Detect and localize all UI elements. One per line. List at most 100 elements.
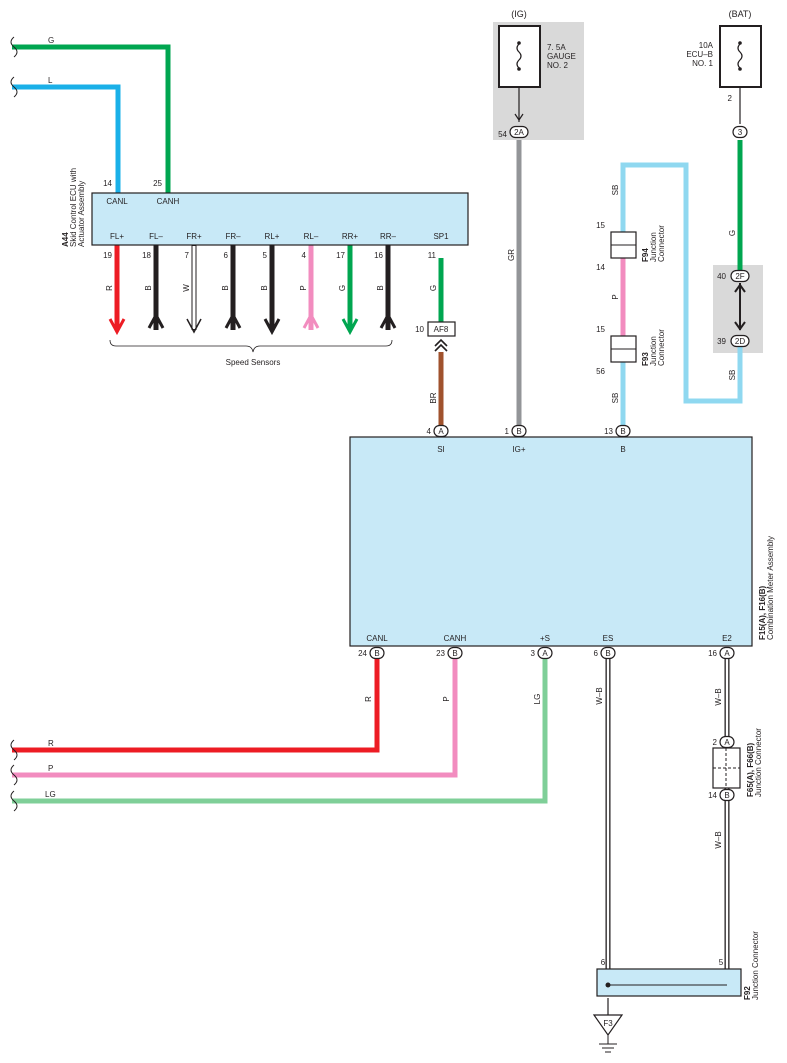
meter-bottom-connector: [447, 646, 463, 660]
wire-label-af8: BR: [429, 392, 438, 403]
bat-fuse: [719, 25, 762, 88]
f93-pin-bottom: 56: [596, 367, 605, 376]
arrow-up-icon: [147, 311, 165, 329]
meter-bottom-connector-label: A: [542, 649, 548, 658]
a44-output-name: RR–: [380, 232, 397, 241]
left-wire-p-label: P: [48, 764, 53, 773]
wire-wb-e2: [608, 659, 730, 988]
a44-output-wire-color: B: [144, 285, 153, 290]
wire-label-es: W–B: [595, 687, 604, 704]
a44-output-wire-color: P: [299, 285, 308, 290]
af8-label: AF8: [434, 325, 449, 334]
meter-top-pin: 4: [427, 427, 432, 436]
wire-label-plus-s: LG: [533, 694, 542, 705]
meter-name: Combination Meter Assembly: [766, 536, 775, 640]
wire-p-canh: [12, 659, 458, 778]
ig-fuse-arrow: [514, 113, 524, 122]
a44-pin-11: 11: [428, 251, 437, 260]
meter-top-pin: 13: [604, 427, 613, 436]
ig-source-label: (IG): [511, 9, 527, 19]
a44-output-wire-color: B: [221, 285, 230, 290]
a44-output-name: RL–: [304, 232, 319, 241]
f92-name: Junction Connector: [751, 931, 760, 1000]
a44-output-name: FL–: [149, 232, 163, 241]
f65-pin-bottom: 14: [708, 791, 717, 800]
a44-output-wire-color: W: [182, 284, 191, 292]
a44-pin-25: 25: [153, 179, 162, 188]
f93-name: Junction: [649, 336, 658, 366]
f94-code: F94: [641, 248, 650, 262]
meter-bottom-pin: 16: [708, 649, 717, 658]
a44-output-name: RL+: [265, 232, 280, 241]
ig-connector-2a: [509, 125, 529, 139]
f65-pin-top: 2: [713, 738, 718, 747]
arrow-down-icon: [341, 318, 359, 336]
meter-bottom-connector-label: B: [374, 649, 379, 658]
a44-output-name: FL+: [110, 232, 124, 241]
a44-canl-label: CANL: [106, 197, 128, 206]
f65-connector-a-label: A: [724, 738, 730, 747]
f92-junction-box: [596, 968, 742, 997]
meter-bottom-pin-name: ES: [603, 634, 614, 643]
wire-label-bat-top: G: [728, 230, 737, 236]
a44-output-name: FR–: [225, 232, 241, 241]
arrow-down-icon: [186, 318, 202, 334]
arrow-up-icon: [302, 311, 320, 329]
a44-sp1-label: SP1: [433, 232, 449, 241]
wire-label-e2-bottom: W–B: [714, 831, 723, 848]
f92-code: F92: [743, 986, 752, 1000]
meter-code: F15(A), F16(B): [758, 585, 767, 640]
bat-fuse-symbol: [737, 43, 743, 69]
meter-bottom-pin: 24: [358, 649, 367, 658]
f94-pin-top: 15: [596, 221, 605, 230]
ig-fuse-symbol: [516, 43, 522, 69]
bat-connector-3-label: 3: [738, 128, 743, 137]
bat-source-label: (BAT): [729, 9, 752, 19]
f93-pin-top: 15: [596, 325, 605, 334]
a44-output-name: FR+: [186, 232, 202, 241]
wire-sb-bat: [620, 162, 743, 404]
af8-arrow-icon: [434, 338, 448, 352]
meter-bottom-connector: [719, 646, 735, 660]
bat-junction-2f-label: 2F: [735, 272, 744, 281]
f94-name2: Connector: [657, 225, 666, 262]
wire-lg-plus-s: [12, 659, 548, 804]
left-wire-r-label: R: [48, 739, 54, 748]
wire-label-canl: R: [364, 696, 373, 702]
bat-connector-3: [732, 125, 748, 139]
arrow-up-icon: [224, 311, 242, 329]
af8-pin-10: 10: [415, 325, 424, 334]
wire-break-markers: [10, 36, 18, 812]
meter-top-connector: [615, 424, 631, 438]
ig-fuse-line-2: GAUGE: [547, 52, 576, 61]
a44-code: A44: [61, 232, 70, 247]
bat-junction-2f: [730, 269, 750, 283]
meter-bottom-connector-label: B: [605, 649, 610, 658]
f92-pin-6: 6: [601, 958, 606, 967]
f94-name: Junction: [649, 232, 658, 262]
left-wire-lg-label: LG: [45, 790, 56, 799]
a44-output-pin: 19: [103, 251, 112, 260]
speed-sensor-bracket: [109, 339, 393, 353]
a44-output-pin: 7: [185, 251, 190, 260]
bat-junction-pin-39: 39: [717, 337, 726, 346]
arrow-down-icon: [108, 318, 126, 336]
wire-label-f93-bottom: SB: [611, 393, 620, 404]
meter-bottom-pin: 23: [436, 649, 445, 658]
f65-connector-b-label: B: [724, 791, 729, 800]
meter-bottom-connector: [369, 646, 385, 660]
ig-fuse-line-1: 7. 5A: [547, 43, 566, 52]
a44-output-pin: 6: [224, 251, 229, 260]
af8-connector-box: [427, 321, 456, 337]
f92-splice-dot: [605, 982, 611, 988]
wire-g-canh: [12, 44, 171, 193]
bat-junction-2d-label: 2D: [735, 337, 745, 346]
wire-l-canl: [12, 84, 121, 193]
meter-bottom-pin-name: CANL: [366, 634, 388, 643]
meter-bottom-pin: 3: [531, 649, 536, 658]
arrow-down-icon: [263, 318, 281, 336]
ig-connector-2a-label: 2A: [514, 128, 524, 137]
meter-top-connector-label: B: [620, 427, 625, 436]
